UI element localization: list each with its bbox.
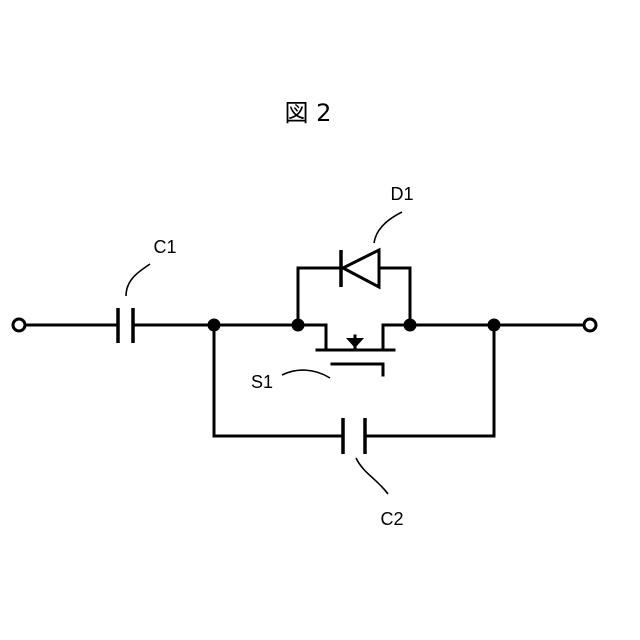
junction-node-c: [404, 319, 417, 332]
wire-d1-left: [298, 268, 341, 325]
d1-leader: [374, 212, 402, 243]
junction-node-a: [208, 319, 221, 332]
d1-label: D1: [390, 184, 413, 204]
output-terminal: [584, 319, 596, 331]
switch-s1: [317, 325, 394, 375]
diode-d1-branch: [298, 250, 410, 325]
capacitor-c2: [343, 418, 365, 454]
wire-d1-right: [380, 268, 410, 325]
c1-label: C1: [153, 237, 176, 257]
c2-leader: [356, 458, 388, 494]
s1-label: S1: [251, 372, 273, 392]
capacitor-c1: [118, 308, 133, 343]
wire-node-a-to-c2: [214, 325, 342, 436]
s1-leader: [282, 370, 330, 378]
input-terminal: [13, 319, 25, 331]
junction-node-b: [292, 319, 305, 332]
c2-label: C2: [380, 509, 403, 529]
c1-leader: [126, 264, 150, 296]
wire-c2-to-node-d: [366, 325, 494, 436]
d1-anode-triangle: [343, 250, 379, 287]
junction-node-d: [488, 319, 501, 332]
figure-title: 図 2: [285, 99, 332, 127]
